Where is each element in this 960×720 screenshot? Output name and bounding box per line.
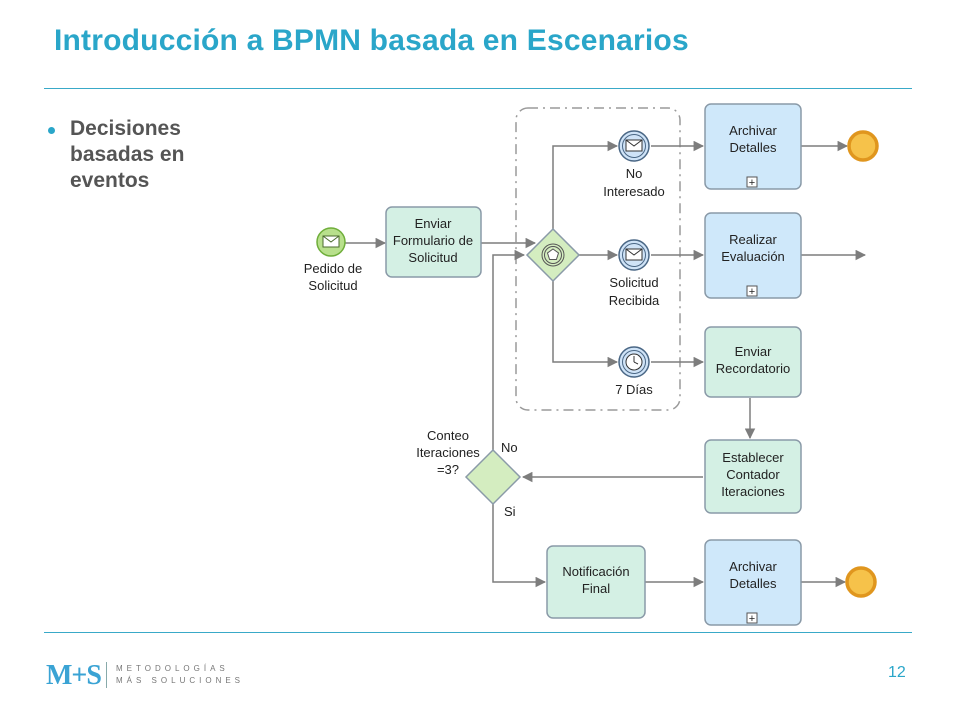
logo-separator	[106, 662, 107, 688]
task-realizar-evaluacion-label-1: Realizar	[729, 232, 777, 247]
subprocess-marker-icon	[746, 176, 758, 188]
slide-title: Introducción a BPMN basada en Escenarios	[54, 24, 689, 57]
event-no-interesado-label-2: Interesado	[603, 184, 664, 199]
message-event-no-interesado	[618, 130, 650, 162]
task-enviar-formulario-label-3: Solicitud	[408, 250, 457, 265]
event-no-interesado-label-1: No	[626, 166, 643, 181]
start-event-pedido	[316, 227, 346, 257]
start-event-label-1: Pedido de	[304, 261, 363, 276]
subprocess-marker-label: +	[749, 613, 755, 625]
task-archivar-detalles-1-label-2: Detalles	[730, 140, 777, 155]
event-based-gateway	[525, 227, 581, 283]
task-establecer-contador-label-3: Iteraciones	[721, 484, 785, 499]
bullet-item: Decisiones basadas en eventos	[48, 116, 228, 194]
task-realizar-evaluacion-label-2: Evaluación	[721, 249, 785, 264]
task-establecer-contador-label-2: Contador	[726, 467, 780, 482]
task-enviar-recordatorio	[704, 326, 802, 398]
subprocess-marker-icon	[746, 285, 758, 297]
message-event-solicitud-recibida	[618, 239, 650, 271]
logo-mark: M+S	[46, 660, 102, 691]
subprocess-marker-label: +	[749, 286, 755, 298]
task-establecer-contador-label-1: Establecer	[722, 450, 784, 465]
page-number: 12	[888, 664, 906, 681]
task-notificacion-final-label-1: Notificación	[562, 564, 629, 579]
task-notificacion-final	[546, 545, 646, 619]
task-archivar-detalles-2-label-2: Detalles	[730, 576, 777, 591]
bullet-text: Decisiones basadas en eventos	[70, 117, 185, 192]
task-enviar-formulario-label-2: Formulario de	[393, 233, 473, 248]
bullet-dot-icon	[48, 127, 55, 134]
flow-label-no: No	[501, 440, 518, 455]
subprocess-marker-label: +	[749, 177, 755, 189]
task-archivar-detalles-2	[704, 539, 802, 626]
timer-event-7-dias	[618, 346, 650, 378]
end-event-2	[845, 566, 877, 598]
logo-line-2: MÁS SOLUCIONES	[116, 676, 245, 685]
gateway-conteo-label-1: Conteo	[427, 428, 469, 443]
subprocess-marker-icon	[746, 612, 758, 624]
task-enviar-formulario-label-1: Enviar	[415, 216, 453, 231]
event-solicitud-recibida-label-1: Solicitud	[609, 275, 658, 290]
event-solicitud-recibida-label-2: Recibida	[609, 293, 660, 308]
timer-event-label: 7 Días	[615, 382, 653, 397]
task-enviar-formulario	[385, 206, 482, 278]
task-archivar-detalles-2-label-1: Archivar	[729, 559, 777, 574]
task-archivar-detalles-1-label-1: Archivar	[729, 123, 777, 138]
gateway-conteo-label-3: =3?	[437, 462, 459, 477]
task-enviar-recordatorio-label-1: Enviar	[735, 344, 773, 359]
task-notificacion-final-label-2: Final	[582, 581, 610, 596]
task-establecer-contador	[704, 439, 802, 514]
footer-divider	[44, 632, 912, 633]
gateway-conteo-label-2: Iteraciones	[416, 445, 480, 460]
task-realizar-evaluacion	[704, 212, 802, 299]
task-enviar-recordatorio-label-2: Recordatorio	[716, 361, 790, 376]
logo-line-1: METODOLOGÍAS	[116, 664, 229, 673]
gateway-conteo-iteraciones	[464, 448, 522, 506]
title-divider	[44, 88, 912, 89]
end-event-1	[847, 130, 879, 162]
start-event-label-2: Solicitud	[308, 278, 357, 293]
task-archivar-detalles-1	[704, 103, 802, 190]
flow-label-si: Si	[504, 504, 516, 519]
